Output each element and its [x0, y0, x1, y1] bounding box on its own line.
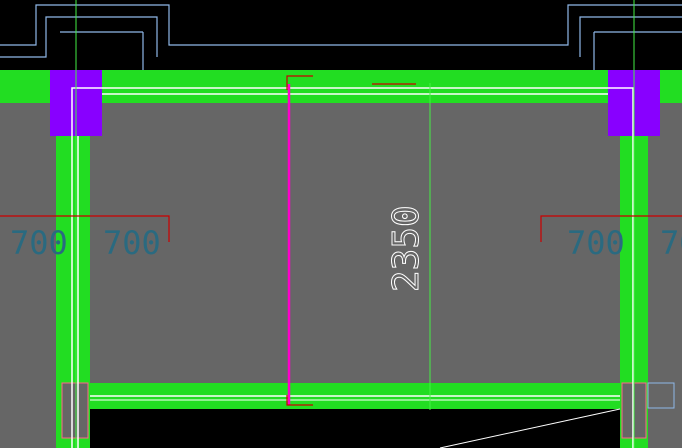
slab-center: [90, 103, 620, 383]
dim-text-left-a: 700: [10, 224, 68, 262]
slab-right: [648, 103, 682, 448]
dim-text-right-a: 700: [567, 224, 625, 262]
beam-top: [0, 70, 682, 103]
slab-left: [0, 103, 56, 448]
axis-lines: [75, 0, 635, 448]
section-marks: [0, 75, 682, 406]
column-top-left-outline: [71, 87, 102, 136]
dim-text-center: 2350: [386, 205, 427, 292]
diagonal-line: [439, 408, 621, 448]
column-bottom-left: [61, 382, 89, 439]
opening-bottom: [90, 409, 620, 448]
dim-text-right-b: 70: [660, 224, 682, 262]
top-wall-outlines: [0, 4, 682, 97]
column-top-right-outline: [608, 87, 634, 136]
column-bottom-right-outline: [647, 382, 675, 409]
dim-text-left-b: 700: [103, 224, 161, 262]
